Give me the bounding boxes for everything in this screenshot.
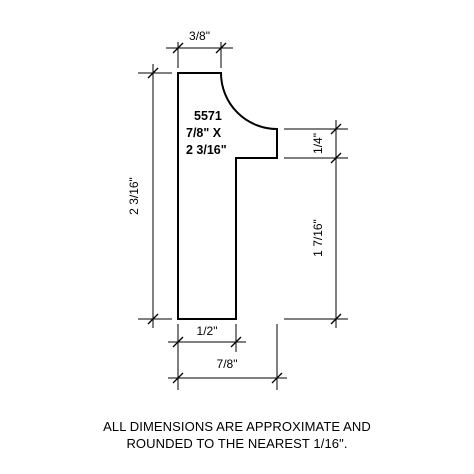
dim-top-width-label: 3/8" xyxy=(189,29,210,43)
dim-overall-width: 7/8" xyxy=(168,324,287,390)
dim-overall-width-label: 7/8" xyxy=(217,357,238,371)
dim-overall-height: 2 3/16" xyxy=(127,64,172,328)
size-line-1: 7/8" X xyxy=(186,126,222,140)
dim-overall-height-label: 2 3/16" xyxy=(127,177,141,215)
dim-top-width: 3/8" xyxy=(166,29,233,68)
size-line-2: 2 3/16" xyxy=(186,143,227,157)
dim-right-lower-height: 1 7/16" xyxy=(284,158,348,328)
dim-right-top-thickness-label: 1/4" xyxy=(311,133,325,154)
dim-right-lower-height-label: 1 7/16" xyxy=(311,219,325,257)
moulding-profile-outline xyxy=(177,72,278,320)
dim-base-width-label: 1/2" xyxy=(197,324,218,338)
dim-base-width: 1/2" xyxy=(168,324,246,390)
note-line-1: ALL DIMENSIONS ARE APPROXIMATE AND xyxy=(103,419,371,434)
note-line-2: ROUNDED TO THE NEAREST 1/16". xyxy=(126,436,348,451)
part-number: 5571 xyxy=(194,109,222,123)
dim-right-top-thickness: 1/4" xyxy=(284,120,348,165)
